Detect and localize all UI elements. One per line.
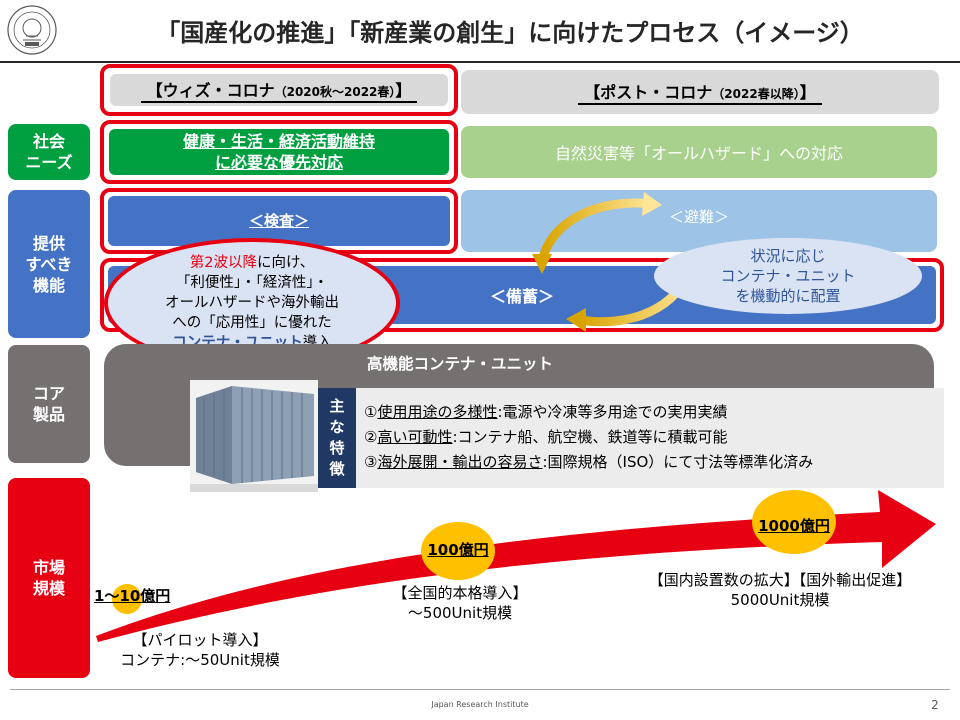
row-label-market-size: 市場規模 [8, 478, 90, 678]
feature-item: ②高い可動性:コンテナ船、航空機、鉄道等に積載可能 [364, 428, 728, 446]
market-stage-national: 【全国的本格導入】〜500Unit規模 [392, 584, 528, 622]
needs-with-corona: 健康・生活・経済活動維持に必要な優先対応 [100, 120, 458, 184]
row-label-functions: 提供すべき機能 [8, 190, 90, 338]
market-stage-expansion: 【国内設置数の拡大】【国外輸出促進】5000Unit規模 [648, 571, 912, 609]
page-title: 「国産化の推進」「新産業の創生」に向けたプロセス（イメージ） [156, 18, 864, 47]
footer-organization: Japan Research Institute [431, 699, 529, 709]
main-features-label: 主な特徴 [318, 388, 356, 488]
market-stage-pilot: 【パイロット導入】コンテナ:〜50Unit規模 [120, 631, 280, 669]
period-with-corona-header: 【ウィズ・コロナ（2020秋〜2022春）】 [100, 64, 458, 116]
feature-item: ①使用用途の多様性:電源や冷凍等多用途での実用実績 [364, 403, 728, 421]
page-number: 2 [931, 698, 939, 712]
footer-divider [10, 689, 950, 690]
period-post-corona-header: 【ポスト・コロナ（2022春以降）】 [461, 70, 939, 114]
period-post-corona-label: 【ポスト・コロナ（2022春以降）】 [578, 79, 822, 105]
main-features-list: ①使用用途の多様性:電源や冷凍等多用途での実用実績 ②高い可動性:コンテナ船、航… [356, 388, 944, 488]
market-value-expansion: 1000億円 [758, 516, 830, 535]
market-coin-expansion [752, 490, 836, 554]
function-evacuation: ＜避難＞ [461, 190, 937, 252]
core-product-title: 高機能コンテナ・ユニット [366, 355, 553, 373]
title-divider [0, 61, 960, 63]
feature-item: ③海外展開・輸出の容易さ:国際規格（ISO）にて寸法等標準化済み [364, 453, 814, 471]
market-growth-arrow [0, 470, 960, 680]
row-label-social-needs: 社会ニーズ [8, 124, 90, 180]
market-value-pilot: 1〜10億円 [94, 586, 171, 605]
callout-flexible-deployment: 状況に応じ コンテナ・ユニット を機動的に配置 [654, 238, 922, 314]
needs-post-corona: 自然災害等「オールハザード」への対応 [461, 126, 937, 178]
row-label-core-product: コア製品 [8, 345, 90, 463]
period-with-corona-label: 【ウィズ・コロナ（2020秋〜2022春）】 [140, 77, 418, 103]
jri-logo [6, 4, 58, 56]
shipping-container-image [190, 380, 318, 492]
market-coin-pilot [112, 584, 142, 614]
market-coin-national [421, 522, 495, 580]
market-value-national: 100億円 [427, 540, 489, 559]
